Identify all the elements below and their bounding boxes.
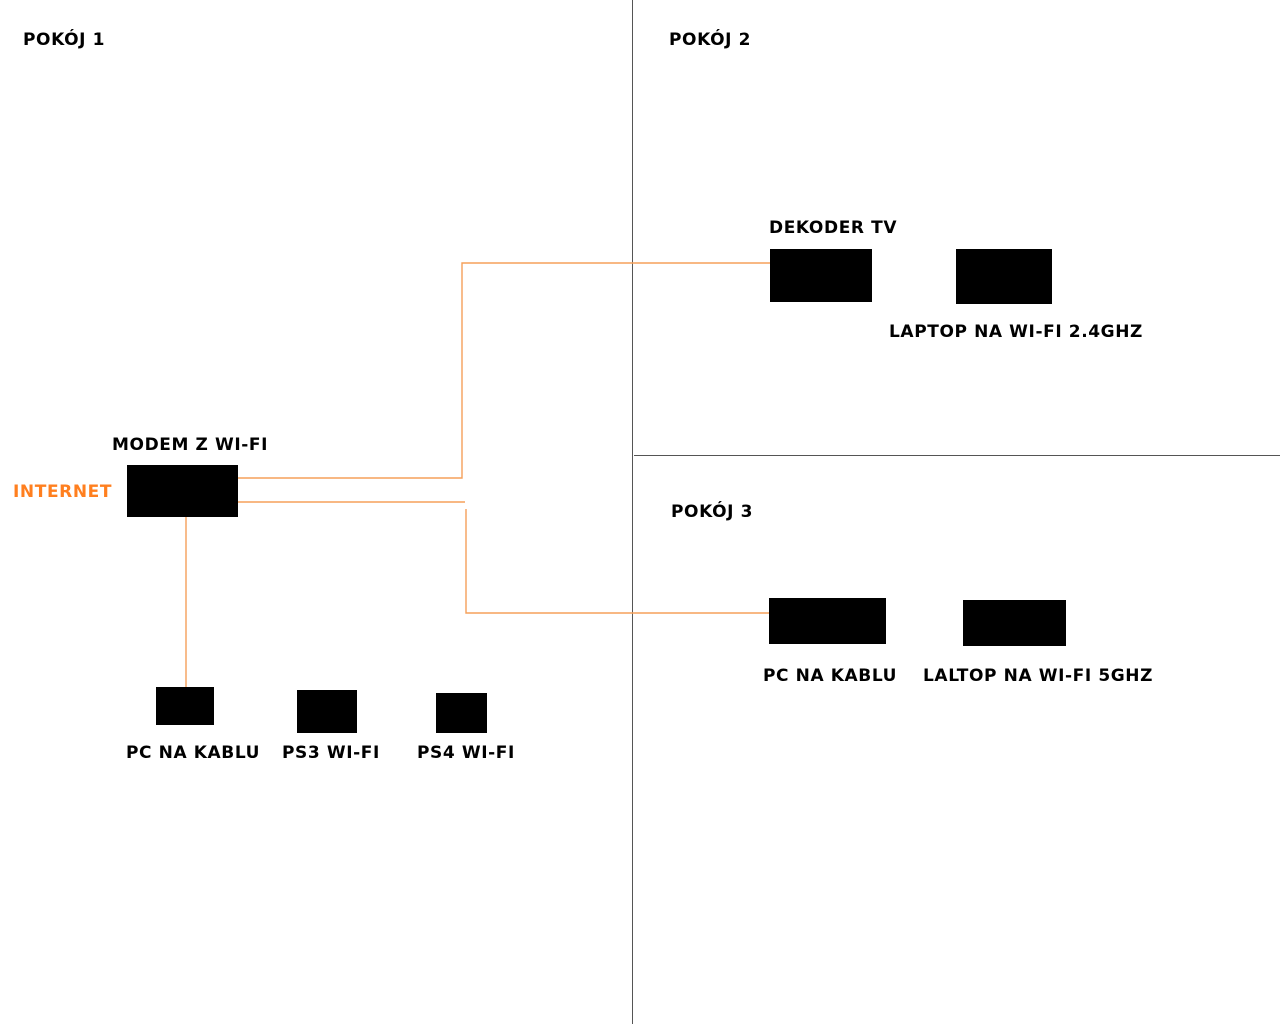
laptop-24ghz-device [956, 249, 1052, 304]
cable-modem-to-decoder [238, 262, 770, 479]
horizontal-room-divider [634, 455, 1280, 456]
room-1-label: POKÓJ 1 [23, 30, 106, 50]
internet-label: INTERNET [13, 482, 113, 502]
room-2-label: POKÓJ 2 [669, 30, 752, 50]
modem-label: MODEM Z WI-FI [112, 435, 269, 455]
ps3-label: PS3 WI-FI [282, 743, 380, 763]
ps4-device [436, 693, 487, 733]
modem-device [127, 465, 238, 517]
ps4-label: PS4 WI-FI [417, 743, 515, 763]
vertical-room-divider [632, 0, 633, 1024]
decoder-label: DEKODER TV [769, 218, 898, 238]
laptop-5ghz-label: LALTOP NA WI-FI 5GHZ [923, 666, 1154, 686]
ps3-device [297, 690, 357, 733]
room1-pc-label: PC NA KABLU [126, 743, 261, 763]
laptop-24ghz-label: LAPTOP NA WI-FI 2.4GHZ [889, 322, 1143, 342]
decoder-device [770, 249, 872, 302]
laptop-5ghz-device [963, 600, 1066, 646]
room-3-label: POKÓJ 3 [671, 502, 754, 522]
room3-pc-device [769, 598, 886, 644]
room1-pc-device [156, 687, 214, 725]
cable-to-room3-pc [465, 509, 769, 614]
room3-pc-label: PC NA KABLU [763, 666, 898, 686]
